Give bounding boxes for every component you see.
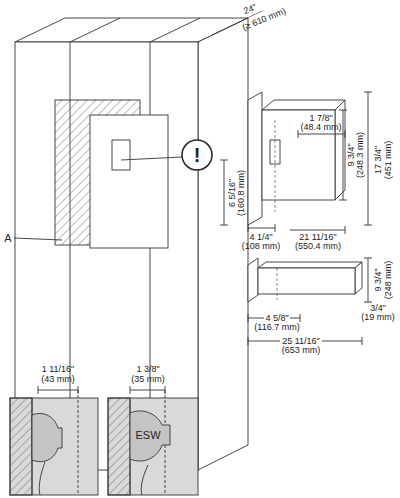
dimension-label: 9 3/4"	[346, 143, 356, 166]
dimension-label: (48.4 mm)	[300, 122, 341, 132]
dimension-label: 6 5/16"	[227, 179, 237, 207]
dimension-label: (35 mm)	[131, 374, 165, 384]
warning-circle: !	[181, 139, 213, 171]
dimension-label: 21 11/16"	[299, 232, 337, 242]
dimension-label: 4 5/8"	[265, 313, 288, 323]
dimension-label: (248.3 mm)	[355, 132, 365, 178]
dimension-label: (19 mm)	[361, 312, 395, 322]
warning-mark: !	[194, 144, 201, 167]
dimension-label: (116.7 mm)	[254, 322, 299, 332]
dimension-label: (653 mm)	[282, 345, 321, 355]
outline-shape	[182, 140, 212, 170]
plug-label: ESW	[135, 429, 160, 441]
dimension-label: 17 3/4"	[373, 146, 383, 174]
dimension-label: (451 mm)	[383, 141, 393, 180]
dimension-label: 3/4"	[370, 303, 386, 313]
dimension-label: (43 mm)	[41, 374, 75, 384]
dimension-label: 9 3/4"	[373, 268, 383, 291]
dimension-label: (550.4 mm)	[295, 241, 341, 251]
dimension-label: 4 1/4"	[249, 232, 272, 242]
dimension-label: (160.8 mm)	[236, 170, 246, 216]
dimension-label: 1 11/16"	[42, 364, 75, 374]
dimension-label: 25 11/16"	[282, 336, 320, 346]
callout-letter: A	[4, 233, 11, 243]
dimension-label: (248 mm)	[383, 261, 393, 300]
plug-symbol: ESW	[130, 405, 172, 465]
dimension-label: 1 7/8"	[309, 113, 332, 123]
dimension-label: 1 3/8"	[136, 364, 159, 374]
outline-shape	[130, 411, 170, 461]
dimension-label: (108 mm)	[242, 241, 281, 251]
